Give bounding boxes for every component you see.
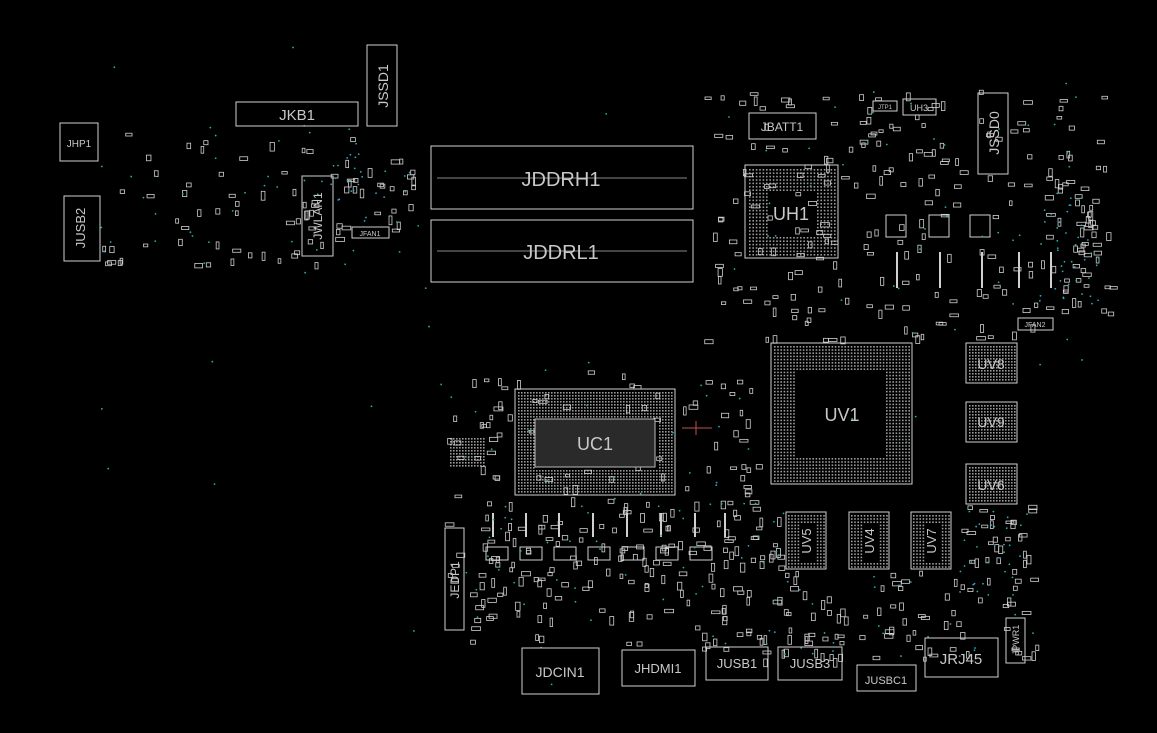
uv9-label: UV9: [977, 414, 1004, 430]
jddrl1-label: JDDRL1: [523, 242, 599, 264]
vias: [100, 46, 1100, 686]
component-jhdmi1[interactable]: JHDMI1: [621, 649, 696, 687]
jdcin1-label: JDCIN1: [535, 664, 584, 680]
uh1-label: UH1: [773, 204, 809, 224]
jssd1-label: JSSD1: [375, 64, 391, 108]
uc1-label: UC1: [577, 434, 613, 454]
component-jssd1[interactable]: JSSD1: [366, 44, 398, 127]
jedp1-label: JEDP1: [448, 561, 462, 599]
jbatt1-label: JBATT1: [761, 120, 804, 134]
power-stages: [485, 214, 991, 561]
bga-pad-grid: [774, 346, 910, 482]
component-uc1[interactable]: UC1: [514, 388, 676, 496]
jfan1-label: JFAN1: [359, 231, 380, 238]
component-uv6[interactable]: UV6: [965, 463, 1018, 505]
component-jusbc1[interactable]: JUSBC1: [856, 664, 917, 692]
via-dots: [100, 46, 1100, 686]
uv6-label: UV6: [977, 477, 1004, 493]
jusbc1-label: JUSBC1: [865, 675, 907, 687]
bga-arrays: [450, 169, 1016, 568]
uv5-label: UV5: [799, 528, 814, 553]
jwlan1-label: JWLAN1: [311, 192, 325, 240]
component-jddrh1[interactable]: JDDRH1: [430, 145, 694, 210]
bga-pad-grid: [969, 467, 1016, 502]
bga-pad-grid: [788, 515, 825, 568]
component-jusb2[interactable]: JUSB2: [63, 195, 101, 262]
component-jwlan1[interactable]: JWLAN1: [301, 175, 334, 257]
probe-marker: [682, 421, 712, 435]
component-uv5[interactable]: UV5: [785, 511, 827, 570]
component-jddrl1[interactable]: JDDRL1: [430, 219, 694, 283]
component-jpwr1[interactable]: JPWR1: [1005, 617, 1026, 664]
component-uv8[interactable]: UV8: [965, 342, 1018, 384]
bga-pad-grid: [749, 169, 836, 256]
component-uv4[interactable]: UV4: [848, 511, 890, 570]
component-jfan2[interactable]: JFAN2: [1017, 317, 1054, 331]
jusb1-label: JUSB1: [717, 656, 757, 671]
jssd0-label: JSSD0: [986, 111, 1002, 155]
component-jusb1[interactable]: JUSB1: [705, 646, 769, 681]
component-jusb3[interactable]: JUSB3: [777, 646, 843, 681]
jhdmi1-label: JHDMI1: [635, 661, 682, 676]
uv4-label: UV4: [862, 528, 877, 553]
component-jtp1[interactable]: JTP1: [872, 100, 898, 112]
jpwr1-label: JPWR1: [1011, 625, 1021, 656]
component-uh3[interactable]: UH3: [902, 98, 937, 116]
jusb2-label: JUSB2: [73, 208, 88, 248]
uv7-label: UV7: [924, 528, 939, 553]
component-jssd0[interactable]: JSSD0: [977, 92, 1009, 175]
uh3-label: UH3: [910, 103, 928, 113]
jfan2-label: JFAN2: [1024, 322, 1045, 329]
bga-pad-grid: [518, 392, 673, 493]
component-jhp1[interactable]: JHP1: [59, 122, 99, 162]
uv1-label: UV1: [824, 405, 859, 425]
passive-components: [102, 89, 1118, 668]
jusb3-label: JUSB3: [790, 656, 830, 671]
component-uh1[interactable]: UH1: [744, 164, 839, 259]
jhp1-label: JHP1: [67, 139, 92, 150]
component-jedp1[interactable]: JEDP1: [444, 527, 465, 631]
vertical-inductors: [492, 252, 1052, 537]
component-uv7[interactable]: UV7: [910, 511, 952, 570]
component-jdcin1[interactable]: JDCIN1: [521, 647, 600, 695]
bga-pad-grid: [969, 346, 1016, 381]
jrj45-label: JRJ45: [940, 651, 983, 668]
component-uv1[interactable]: UV1: [770, 342, 913, 485]
component-jbatt1[interactable]: JBATT1: [748, 112, 817, 140]
component-uv9[interactable]: UV9: [965, 401, 1018, 443]
jtp1-label: JTP1: [878, 105, 893, 111]
jddrh1-label: JDDRH1: [522, 169, 601, 191]
bga-pad-grid: [969, 405, 1016, 440]
small-components: [102, 89, 1118, 668]
uv8-label: UV8: [977, 356, 1004, 372]
bga-pad-grid: [851, 515, 888, 568]
component-jrj45[interactable]: JRJ45: [924, 637, 999, 678]
bga-pad-grid: [913, 515, 950, 568]
jkb1-label: JKB1: [279, 107, 315, 124]
component-jkb1[interactable]: JKB1: [235, 101, 359, 127]
component-jfan1[interactable]: JFAN1: [351, 226, 390, 239]
